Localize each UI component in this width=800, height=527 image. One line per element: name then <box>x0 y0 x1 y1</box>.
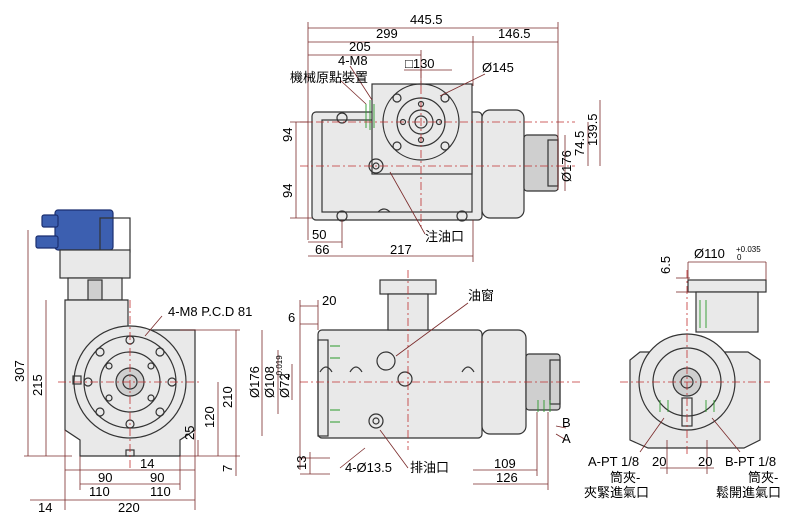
top-view-flange <box>371 83 473 175</box>
label-b-desc2: 鬆開進氣口 <box>716 485 781 500</box>
dim-side-d72-tol: -0.019 <box>275 355 284 378</box>
dim-side-d176: Ø176 <box>247 366 262 398</box>
dim-side-holes: 4-Ø13.5 <box>345 460 392 475</box>
dim-right-d110-tol0: 0 <box>737 253 742 262</box>
dim-side-d108: Ø108 <box>262 366 277 398</box>
dim-front-90a: 90 <box>98 470 112 485</box>
label-oil-drain: 排油口 <box>410 460 449 475</box>
label-a-desc1: 筒夾- <box>610 470 640 485</box>
dim-front-220: 220 <box>118 500 140 515</box>
dim-top-66: 66 <box>315 242 329 257</box>
oil-drain <box>368 413 384 429</box>
dim-top-94a: 94 <box>280 128 295 142</box>
rear-view: 6.5 Ø110 +0.035 0 20 20 A-PT 1/8 筒夾- 夾緊進… <box>584 245 781 500</box>
label-a-desc2: 夾緊進氣口 <box>584 485 649 500</box>
top-view: 445.5 299 146.5 205 4-M8 □130 Ø145 機械原點裝… <box>280 12 601 262</box>
dim-side-126: 126 <box>496 470 518 485</box>
label-port-b: B <box>562 415 571 430</box>
dim-front-307: 307 <box>12 360 27 382</box>
front-view: 4-M8 P.C.D 81 307 215 210 120 25 14 90 9… <box>12 209 252 515</box>
dim-side-6: 6 <box>288 310 295 325</box>
label-b-desc1: 筒夾- <box>748 470 778 485</box>
label-oil-fill: 注油口 <box>425 229 464 244</box>
dim-right-20a: 20 <box>652 454 666 469</box>
dim-front-90b: 90 <box>150 470 164 485</box>
top-view-motor-housing <box>481 109 525 219</box>
dim-front-14a: 14 <box>140 456 154 471</box>
label-pcd: 4-M8 P.C.D 81 <box>168 304 252 319</box>
dim-top-139-5: 139.5 <box>585 113 600 146</box>
dim-front-110b: 110 <box>150 484 171 499</box>
dim-top-146-5: 146.5 <box>498 26 531 41</box>
dim-top-299: 299 <box>376 26 398 41</box>
dim-top-total: 445.5 <box>410 12 443 27</box>
dim-top-217: 217 <box>390 242 412 257</box>
dim-right-d110: Ø110 <box>694 246 725 261</box>
dim-side-20: 20 <box>322 293 336 308</box>
dim-right-20b: 20 <box>698 454 712 469</box>
dim-top-d145: Ø145 <box>482 60 514 75</box>
dim-front-25: 25 <box>182 426 197 440</box>
dim-right-d110-tol: +0.035 <box>736 245 761 254</box>
dim-top-m8: 4-M8 <box>338 53 368 68</box>
dim-front-14b: 14 <box>38 500 52 515</box>
dim-top-205: 205 <box>349 39 371 54</box>
dim-side-d72-tol0: 0 <box>283 373 292 378</box>
servo-motor <box>54 209 114 251</box>
label-port-a: A <box>562 431 571 446</box>
label-b-pt: B-PT 1/8 <box>725 454 776 469</box>
dim-top-94b: 94 <box>280 184 295 198</box>
dim-side-d72: Ø72 <box>277 373 292 398</box>
dim-top-50: 50 <box>312 227 326 242</box>
label-mech-origin: 機械原點裝置 <box>290 70 368 85</box>
dim-front-210: 210 <box>220 386 235 408</box>
label-a-pt: A-PT 1/8 <box>588 454 639 469</box>
dim-right-6-5: 6.5 <box>658 256 673 274</box>
dim-top-d176: Ø176 <box>559 150 574 182</box>
dim-top-sq130: □130 <box>405 56 435 71</box>
dim-front-215: 215 <box>30 374 45 396</box>
dim-side-109: 109 <box>494 456 516 471</box>
dim-front-120: 120 <box>202 406 217 428</box>
label-oil-window: 油窗 <box>468 288 494 303</box>
dim-top-74-5: 74.5 <box>572 131 587 156</box>
dim-front-7: 7 <box>220 465 235 472</box>
dim-front-110a: 110 <box>89 484 110 499</box>
dim-side-13: 13 <box>294 456 309 470</box>
side-view: 20 6 Ø176 Ø108 Ø72 -0.019 0 13 4-Ø13.5 排… <box>247 270 580 490</box>
oil-window <box>376 351 396 371</box>
